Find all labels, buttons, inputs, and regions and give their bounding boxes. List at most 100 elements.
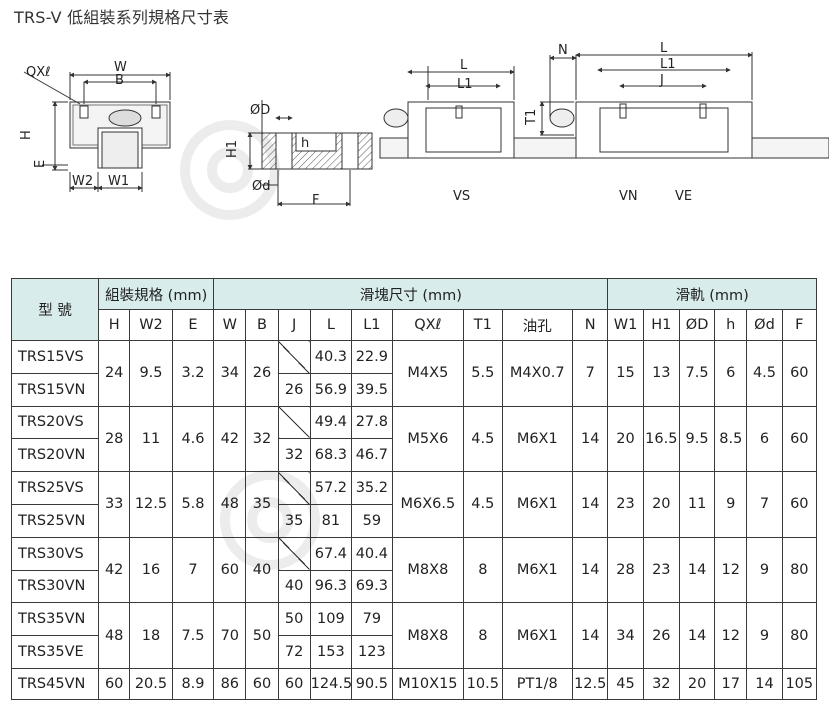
table-cell: 4.5 — [746, 340, 783, 407]
table-cell: 9.5 — [129, 340, 173, 407]
block-group-header: 滑塊尺寸 (mm) — [213, 278, 609, 310]
table-cell: 60 — [781, 471, 818, 538]
table-cell: 57.2 — [309, 471, 353, 505]
table-cell: 5.5 — [463, 340, 503, 407]
col-header: W — [213, 309, 247, 341]
table-cell: 26 — [277, 372, 311, 407]
table-cell: 10.5 — [463, 667, 503, 701]
table-cell: 90.5 — [351, 667, 393, 701]
table-cell: M5X6 — [391, 405, 465, 473]
table-cell: 27.8 — [351, 405, 393, 440]
table-cell: 153 — [309, 635, 353, 669]
table-cell: PT1/8 — [501, 667, 574, 701]
table-cell: 79 — [351, 602, 393, 637]
label-B: B — [115, 73, 124, 88]
table-cell: 14 — [572, 602, 609, 669]
table-cell: 12 — [714, 536, 748, 604]
table-cell: 23 — [642, 536, 680, 604]
table-cell: 8 — [463, 536, 503, 604]
table-cell: M6X6.5 — [391, 471, 465, 538]
col-header: L — [309, 309, 353, 341]
table-cell: 123 — [351, 635, 393, 669]
col-header: N — [572, 309, 609, 341]
table-cell: 16 — [129, 536, 173, 604]
table-cell: 49.4 — [309, 405, 353, 440]
table-cell: TRS20VN — [10, 438, 100, 473]
table-cell: 56.9 — [309, 372, 353, 407]
table-cell: 48 — [213, 471, 247, 538]
label-L1: L1 — [457, 77, 473, 92]
table-cell: 33 — [98, 471, 131, 538]
col-header: T1 — [463, 309, 503, 341]
table-cell: 11 — [678, 471, 716, 538]
table-cell: TRS25VS — [10, 471, 100, 505]
table-cell: TRS30VN — [10, 569, 100, 604]
table-cell: TRS25VN — [10, 503, 100, 538]
table-cell: TRS15VN — [10, 372, 100, 407]
table-cell: 60 — [98, 667, 131, 701]
table-cell: 80 — [781, 602, 818, 669]
label-OD: ØD — [250, 103, 270, 118]
table-cell: 59 — [351, 503, 393, 538]
table-cell: 7 — [572, 340, 609, 407]
table-cell: 14 — [572, 536, 609, 604]
label-L1-vn: L1 — [660, 57, 676, 72]
table-cell: 60 — [213, 536, 247, 604]
table-cell: 14 — [572, 405, 609, 473]
col-header: H1 — [642, 309, 680, 341]
table-cell: 35 — [277, 503, 311, 538]
rail-section-view — [247, 100, 373, 207]
col-header: ØD — [678, 309, 716, 341]
cross-section-view — [23, 71, 171, 192]
table-cell: TRS15VS — [10, 340, 100, 374]
col-header: W1 — [607, 309, 644, 341]
table-cell: 4.5 — [463, 471, 503, 538]
table-cell: 68.3 — [309, 438, 353, 473]
table-cell: 13 — [642, 340, 680, 407]
col-header: L1 — [351, 309, 393, 341]
table-cell: 8.5 — [714, 405, 748, 473]
table-cell: 7.5 — [171, 602, 215, 669]
table-cell: 26 — [642, 602, 680, 669]
table-cell: 39.5 — [351, 372, 393, 407]
table-cell: 16.5 — [642, 405, 680, 473]
table-cell: TRS45VN — [10, 667, 100, 701]
model-header: 型 號 — [10, 278, 100, 341]
table-cell: 9 — [714, 471, 748, 538]
col-header: F — [781, 309, 818, 341]
table-cell: M4X5 — [391, 340, 465, 407]
label-QXl: QXℓ — [26, 65, 51, 80]
table-cell: 50 — [245, 602, 279, 669]
table-cell: 60 — [277, 667, 311, 701]
col-header: h — [714, 309, 748, 341]
table-cell: 7.5 — [678, 340, 716, 407]
table-cell: M4X0.7 — [501, 340, 574, 407]
table-cell: 28 — [607, 536, 644, 604]
label-T1: T1 — [524, 109, 539, 126]
label-W: W — [114, 60, 127, 75]
table-cell: 24 — [98, 340, 131, 407]
table-cell: 17 — [714, 667, 748, 701]
label-J: J — [659, 73, 664, 88]
table-cell: 50 — [277, 602, 311, 637]
table-cell: 14 — [572, 471, 609, 538]
table-cell: 20 — [678, 667, 716, 701]
label-E: E — [33, 160, 48, 168]
table-cell: 105 — [781, 667, 818, 701]
label-Od: Ød — [252, 179, 270, 194]
table-cell: 14 — [678, 536, 716, 604]
table-cell: M6X1 — [501, 405, 574, 473]
table-cell: 60 — [781, 340, 818, 407]
table-cell: 9 — [746, 602, 783, 669]
table-cell: M10X15 — [391, 667, 465, 701]
table-cell: 96.3 — [309, 569, 353, 604]
table-cell: 20 — [607, 405, 644, 473]
table-cell: 70 — [213, 602, 247, 669]
table-cell: 60 — [781, 405, 818, 473]
table-cell: 46.7 — [351, 438, 393, 473]
